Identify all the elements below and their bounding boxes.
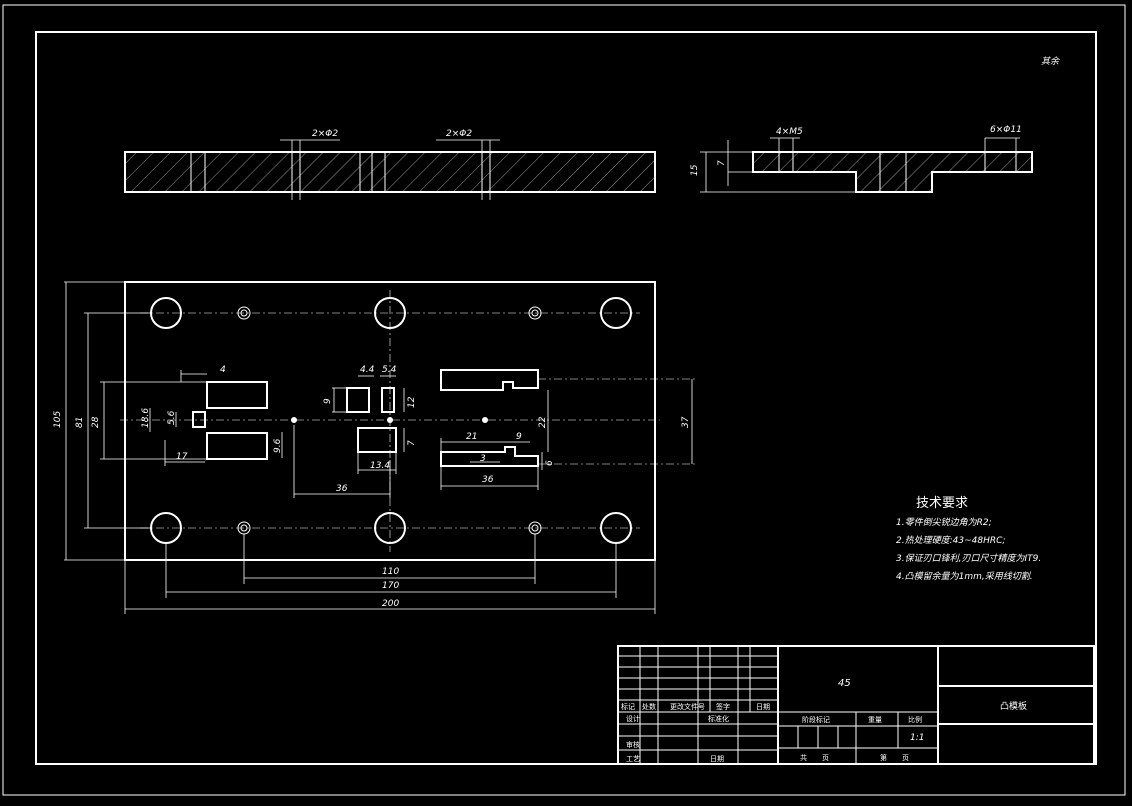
- dim-9b: 9: [516, 432, 522, 442]
- tb-header-label: 更改文件号: [670, 702, 705, 711]
- tb-header-label: 标记: [621, 702, 635, 711]
- dim-9a: 9: [323, 398, 333, 404]
- drawing-frame: [35, 31, 1097, 765]
- bolt-hole: [374, 512, 406, 544]
- tb-right-label: 比例: [908, 715, 922, 724]
- dim-81: 81: [75, 417, 85, 428]
- technical-requirements: 技术要求 1.零件倒尖锐边角为R2; 2.热处理硬度:43~48HRC; 3.保…: [896, 496, 1041, 582]
- dim-200: 200: [382, 599, 399, 609]
- dim-7: 7: [407, 440, 417, 446]
- dim-17: 17: [176, 452, 188, 462]
- dim-36b: 36: [482, 475, 494, 485]
- bolt-hole: [150, 297, 182, 329]
- punch-slot: [357, 427, 397, 453]
- tb-bottom-label: 页: [822, 754, 829, 762]
- dim-side-holes: 6×Φ11: [990, 125, 1022, 135]
- dim-4: 4: [220, 365, 226, 375]
- dim-side-thickness-part: 7: [717, 160, 727, 166]
- tb-header-label: 处数: [642, 702, 656, 711]
- tb-right-label: 阶段标记: [802, 715, 830, 724]
- punch-profile: [440, 446, 539, 467]
- tech-req-item: 3.保证刃口锋利,刃口尺寸精度为IT9.: [896, 553, 1041, 564]
- tb-bottom-label: 第: [880, 753, 887, 762]
- dim-top-hole-a: 2×Φ2: [312, 129, 338, 139]
- tech-req-title: 技术要求: [916, 496, 968, 511]
- dim-side-thread: 4×M5: [776, 127, 803, 137]
- tb-mid-label: 标准化: [708, 714, 729, 723]
- tb-mid-label: 日期: [710, 755, 724, 763]
- title-block: 标记 处数 更改文件号 签字 日期 设计 审核 工艺 标准化 日期 阶段标记 重…: [617, 645, 1095, 765]
- dim-110: 110: [382, 567, 399, 577]
- tb-scale: 1:1: [910, 733, 924, 743]
- tb-row-label: 审核: [626, 740, 640, 749]
- dim-3: 3: [480, 454, 486, 464]
- dim-4-4: 4.4: [360, 365, 375, 375]
- dim-12: 12: [407, 396, 417, 408]
- tb-row-label: 设计: [626, 714, 640, 723]
- pin-hole: [237, 306, 251, 320]
- dim-28: 28: [91, 416, 101, 428]
- corner-note: 其余: [1041, 56, 1060, 67]
- punch-slot: [192, 411, 206, 428]
- side-section-view: 4×M5 6×Φ11 15 7: [690, 125, 1033, 193]
- dim-18-6: 18.6: [141, 408, 151, 428]
- dim-22: 22: [538, 416, 548, 428]
- sheet-outer-border: [2, 4, 1126, 796]
- punch-slot: [206, 432, 268, 460]
- top-section-view: 2×Φ2 2×Φ2: [124, 129, 656, 200]
- bolt-hole: [374, 297, 406, 329]
- tech-req-item: 2.热处理硬度:43~48HRC;: [896, 535, 1005, 546]
- dim-top-hole-b: 2×Φ2: [446, 129, 472, 139]
- dim-6: 6: [545, 460, 555, 466]
- plate-outline: [124, 281, 656, 561]
- dim-37: 37: [681, 416, 691, 428]
- punch-slot: [206, 381, 268, 409]
- dim-105: 105: [53, 411, 63, 428]
- tb-part-name: 凸模板: [1000, 700, 1027, 712]
- dim-5-4: 5.4: [382, 365, 397, 375]
- tb-material: 45: [838, 678, 851, 689]
- tb-header-label: 签字: [716, 702, 730, 711]
- dim-side-thickness-total: 15: [690, 164, 700, 176]
- dim-5-6: 5.6: [167, 410, 177, 425]
- dim-21: 21: [466, 432, 477, 442]
- punch-profile: [440, 369, 539, 391]
- tb-bottom-label: 共: [800, 753, 807, 762]
- dim-9-6: 9.6: [273, 438, 283, 453]
- tech-req-item: 1.零件倒尖锐边角为R2;: [896, 517, 992, 528]
- tb-bottom-label: 页: [902, 754, 909, 762]
- punch-slot: [381, 387, 395, 413]
- tb-row-label: 工艺: [626, 755, 640, 763]
- tb-right-label: 重量: [868, 716, 882, 724]
- pin-hole: [528, 306, 542, 320]
- dim-170: 170: [382, 581, 399, 591]
- tech-req-item: 4.凸模留余量为1mm,采用线切割.: [896, 571, 1033, 582]
- dim-36a: 36: [336, 484, 348, 494]
- punch-slot: [346, 387, 370, 413]
- dim-13-4: 13.4: [370, 461, 390, 471]
- bolt-hole: [600, 297, 632, 329]
- tb-header-label: 日期: [756, 703, 770, 711]
- plan-view: 105 81 28 4 18.6 5.6 17 9 4.4 5.4 12 9.6: [53, 281, 696, 614]
